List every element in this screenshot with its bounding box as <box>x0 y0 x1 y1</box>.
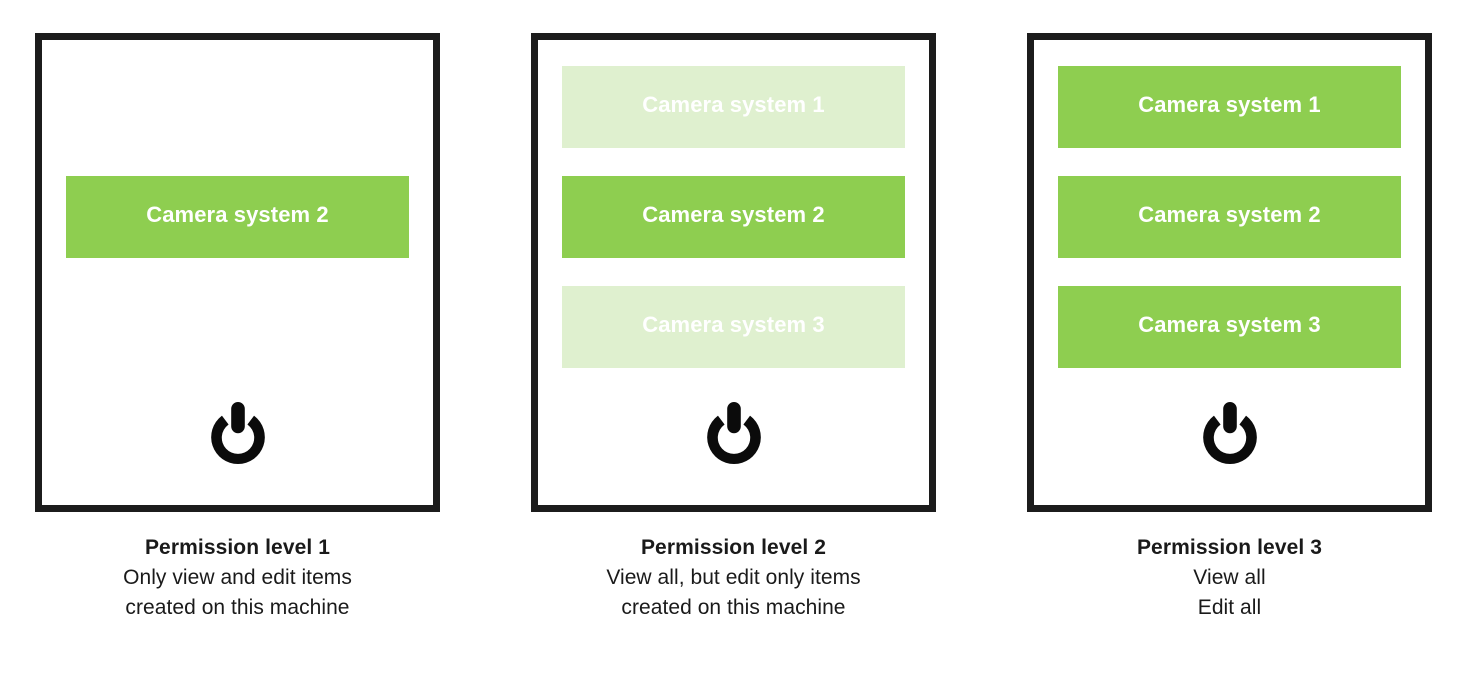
camera-system-3-bar[interactable]: Camera system 3 <box>1058 286 1401 368</box>
permission-level-1-caption: Permission level 1 Only view and edit it… <box>123 533 352 622</box>
camera-system-3-bar[interactable]: Camera system 3 <box>562 286 905 368</box>
camera-system-2-bar[interactable]: Camera system 2 <box>562 176 905 258</box>
caption-line-2: created on this machine <box>125 595 350 619</box>
permission-level-3-caption: Permission level 3 View all Edit all <box>1137 533 1322 622</box>
permission-level-1-column: Camera system 1 Camera system 2 Camera s… <box>35 0 440 622</box>
camera-system-2-bar[interactable]: Camera system 2 <box>1058 176 1401 258</box>
power-icon <box>210 402 265 464</box>
caption-line-1: View all <box>1193 565 1266 589</box>
camera-system-1-bar: Camera system 1 <box>66 66 409 148</box>
caption-line-1: Only view and edit items <box>123 565 352 589</box>
caption-title: Permission level 2 <box>640 536 827 559</box>
caption-line-2: created on this machine <box>621 595 846 619</box>
permission-level-3-column: Camera system 1 Camera system 2 Camera s… <box>1027 0 1432 622</box>
caption-line-2: Edit all <box>1197 595 1262 619</box>
permission-level-2-caption: Permission level 2 View all, but edit on… <box>606 533 860 622</box>
power-icon-wrap <box>538 398 929 464</box>
power-icon-wrap <box>42 398 433 464</box>
permission-level-1-panel: Camera system 1 Camera system 2 Camera s… <box>35 33 440 512</box>
permission-level-2-column: Camera system 1 Camera system 2 Camera s… <box>531 0 936 622</box>
permission-level-2-panel: Camera system 1 Camera system 2 Camera s… <box>531 33 936 512</box>
camera-system-3-bar: Camera system 3 <box>66 286 409 368</box>
caption-title: Permission level 1 <box>144 536 331 559</box>
camera-system-list: Camera system 1 Camera system 2 Camera s… <box>66 66 409 368</box>
camera-system-1-bar[interactable]: Camera system 1 <box>562 66 905 148</box>
power-icon-wrap <box>1034 398 1425 464</box>
camera-system-list: Camera system 1 Camera system 2 Camera s… <box>562 66 905 368</box>
power-icon <box>706 402 761 464</box>
camera-system-2-bar[interactable]: Camera system 2 <box>66 176 409 258</box>
camera-system-1-bar[interactable]: Camera system 1 <box>1058 66 1401 148</box>
camera-system-list: Camera system 1 Camera system 2 Camera s… <box>1058 66 1401 368</box>
power-icon <box>1202 402 1257 464</box>
caption-title: Permission level 3 <box>1136 536 1323 559</box>
caption-line-1: View all, but edit only items <box>606 565 861 589</box>
permission-level-3-panel: Camera system 1 Camera system 2 Camera s… <box>1027 33 1432 512</box>
